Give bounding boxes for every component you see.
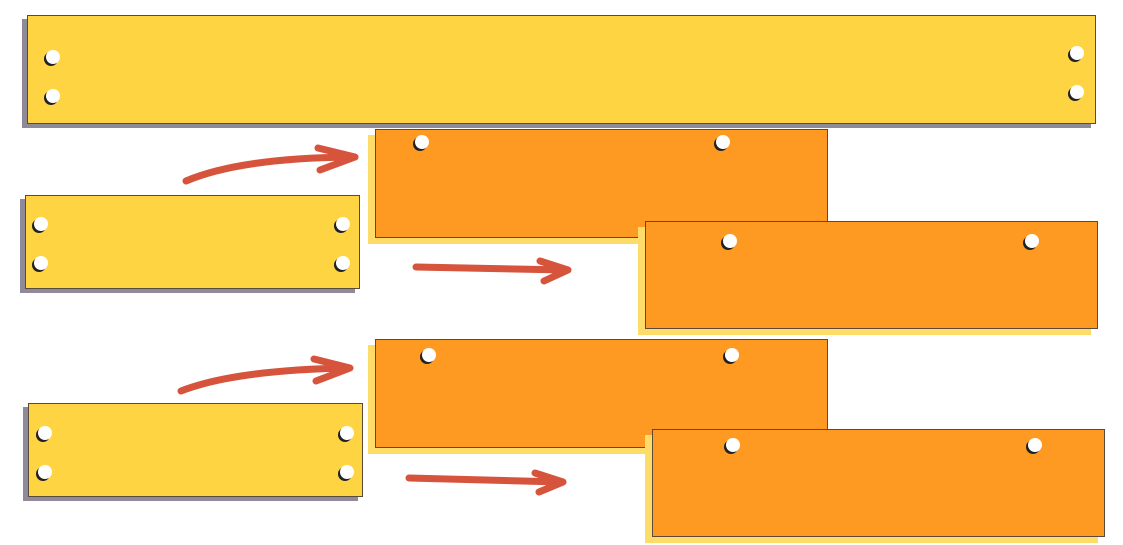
- hole-icon: [422, 348, 436, 362]
- hole-icon: [1070, 46, 1084, 60]
- hole-icon: [34, 256, 48, 270]
- curved-arrow-icon: [177, 355, 354, 395]
- hole-icon: [38, 426, 52, 440]
- hole-icon: [38, 465, 52, 479]
- hole-icon: [1025, 234, 1039, 248]
- hole-icon: [336, 256, 350, 270]
- hole-icon: [726, 438, 740, 452]
- hole-icon: [340, 426, 354, 440]
- output-strip-1b: [645, 221, 1098, 329]
- hole-icon: [1028, 438, 1042, 452]
- hole-icon: [1070, 85, 1084, 99]
- output-strip-1a: [375, 129, 828, 238]
- hole-icon: [336, 217, 350, 231]
- wide-input-strip: [27, 15, 1096, 124]
- hole-icon: [716, 135, 730, 149]
- hole-icon: [46, 89, 60, 103]
- hole-icon: [340, 465, 354, 479]
- hole-icon: [725, 348, 739, 362]
- output-strip-2b: [652, 429, 1105, 537]
- hole-icon: [34, 217, 48, 231]
- curved-arrow-icon: [182, 144, 359, 185]
- input-strip-1: [25, 195, 360, 289]
- straight-arrow-icon: [412, 257, 572, 285]
- hole-icon: [723, 234, 737, 248]
- hole-icon: [46, 50, 60, 64]
- hole-icon: [415, 135, 429, 149]
- straight-arrow-icon: [405, 469, 567, 496]
- input-strip-2: [28, 403, 363, 497]
